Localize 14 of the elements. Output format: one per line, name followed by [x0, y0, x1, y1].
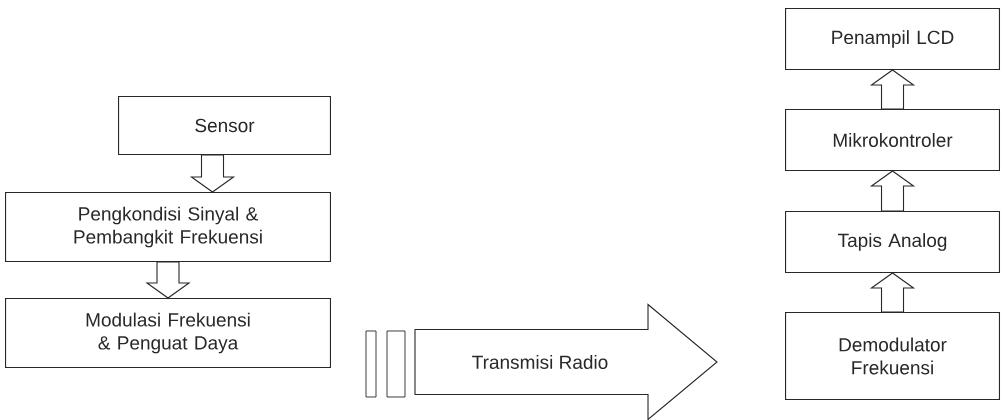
process-box: Pengkondisi Sinyal & Pembangkit Frekuensi	[5, 192, 331, 262]
process-box: Demodulator Frekuensi	[785, 312, 1000, 400]
block-arrow	[189, 154, 236, 193]
process-box: Penampil LCD	[785, 8, 1000, 70]
block-arrow	[414, 303, 718, 420]
process-box: Modulasi Frekuensi & Penguat Daya	[5, 298, 331, 368]
edge-label: Transmisi Radio	[472, 355, 608, 369]
process-box: Mikrokontroler	[785, 109, 1000, 171]
process-box: Sensor	[118, 96, 331, 155]
block-arrow	[869, 170, 916, 212]
process-box: Tapis Analog	[785, 211, 1000, 273]
block-arrow	[145, 261, 191, 299]
block-arrow	[869, 69, 916, 110]
block-arrow	[869, 272, 916, 313]
